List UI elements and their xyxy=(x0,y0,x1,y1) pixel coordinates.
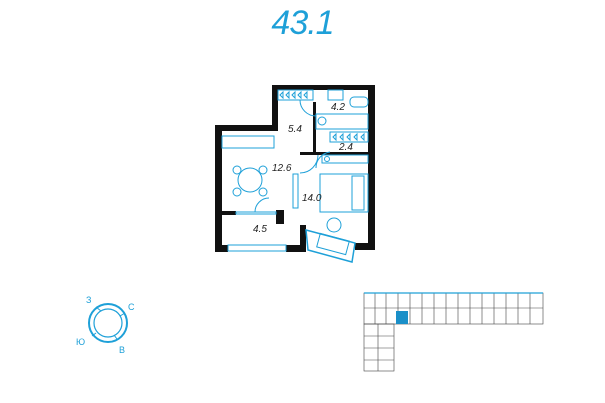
building-key-plan xyxy=(363,292,544,372)
walls xyxy=(215,85,375,252)
compass-north: С xyxy=(128,302,135,312)
compass-west: З xyxy=(86,295,91,305)
room-area-kitchen: 12.6 xyxy=(272,163,292,174)
apartment-highlight xyxy=(396,311,408,324)
fixtures xyxy=(221,89,369,263)
compass xyxy=(88,303,128,343)
room-area-hall: 5.4 xyxy=(288,124,302,135)
room-area-bedroom: 14.0 xyxy=(302,193,322,204)
apartment-area-title: 43.1 xyxy=(271,4,334,42)
room-area-balcony: 4.5 xyxy=(253,224,267,235)
compass-east: В xyxy=(119,345,125,355)
room-labels: 5.4 4.2 2.4 12.6 14.0 4.5 xyxy=(253,102,353,235)
room-area-bathroom: 4.2 xyxy=(331,102,345,113)
room-area-wardrobe: 2.4 xyxy=(338,142,353,153)
compass-south: Ю xyxy=(76,337,85,347)
